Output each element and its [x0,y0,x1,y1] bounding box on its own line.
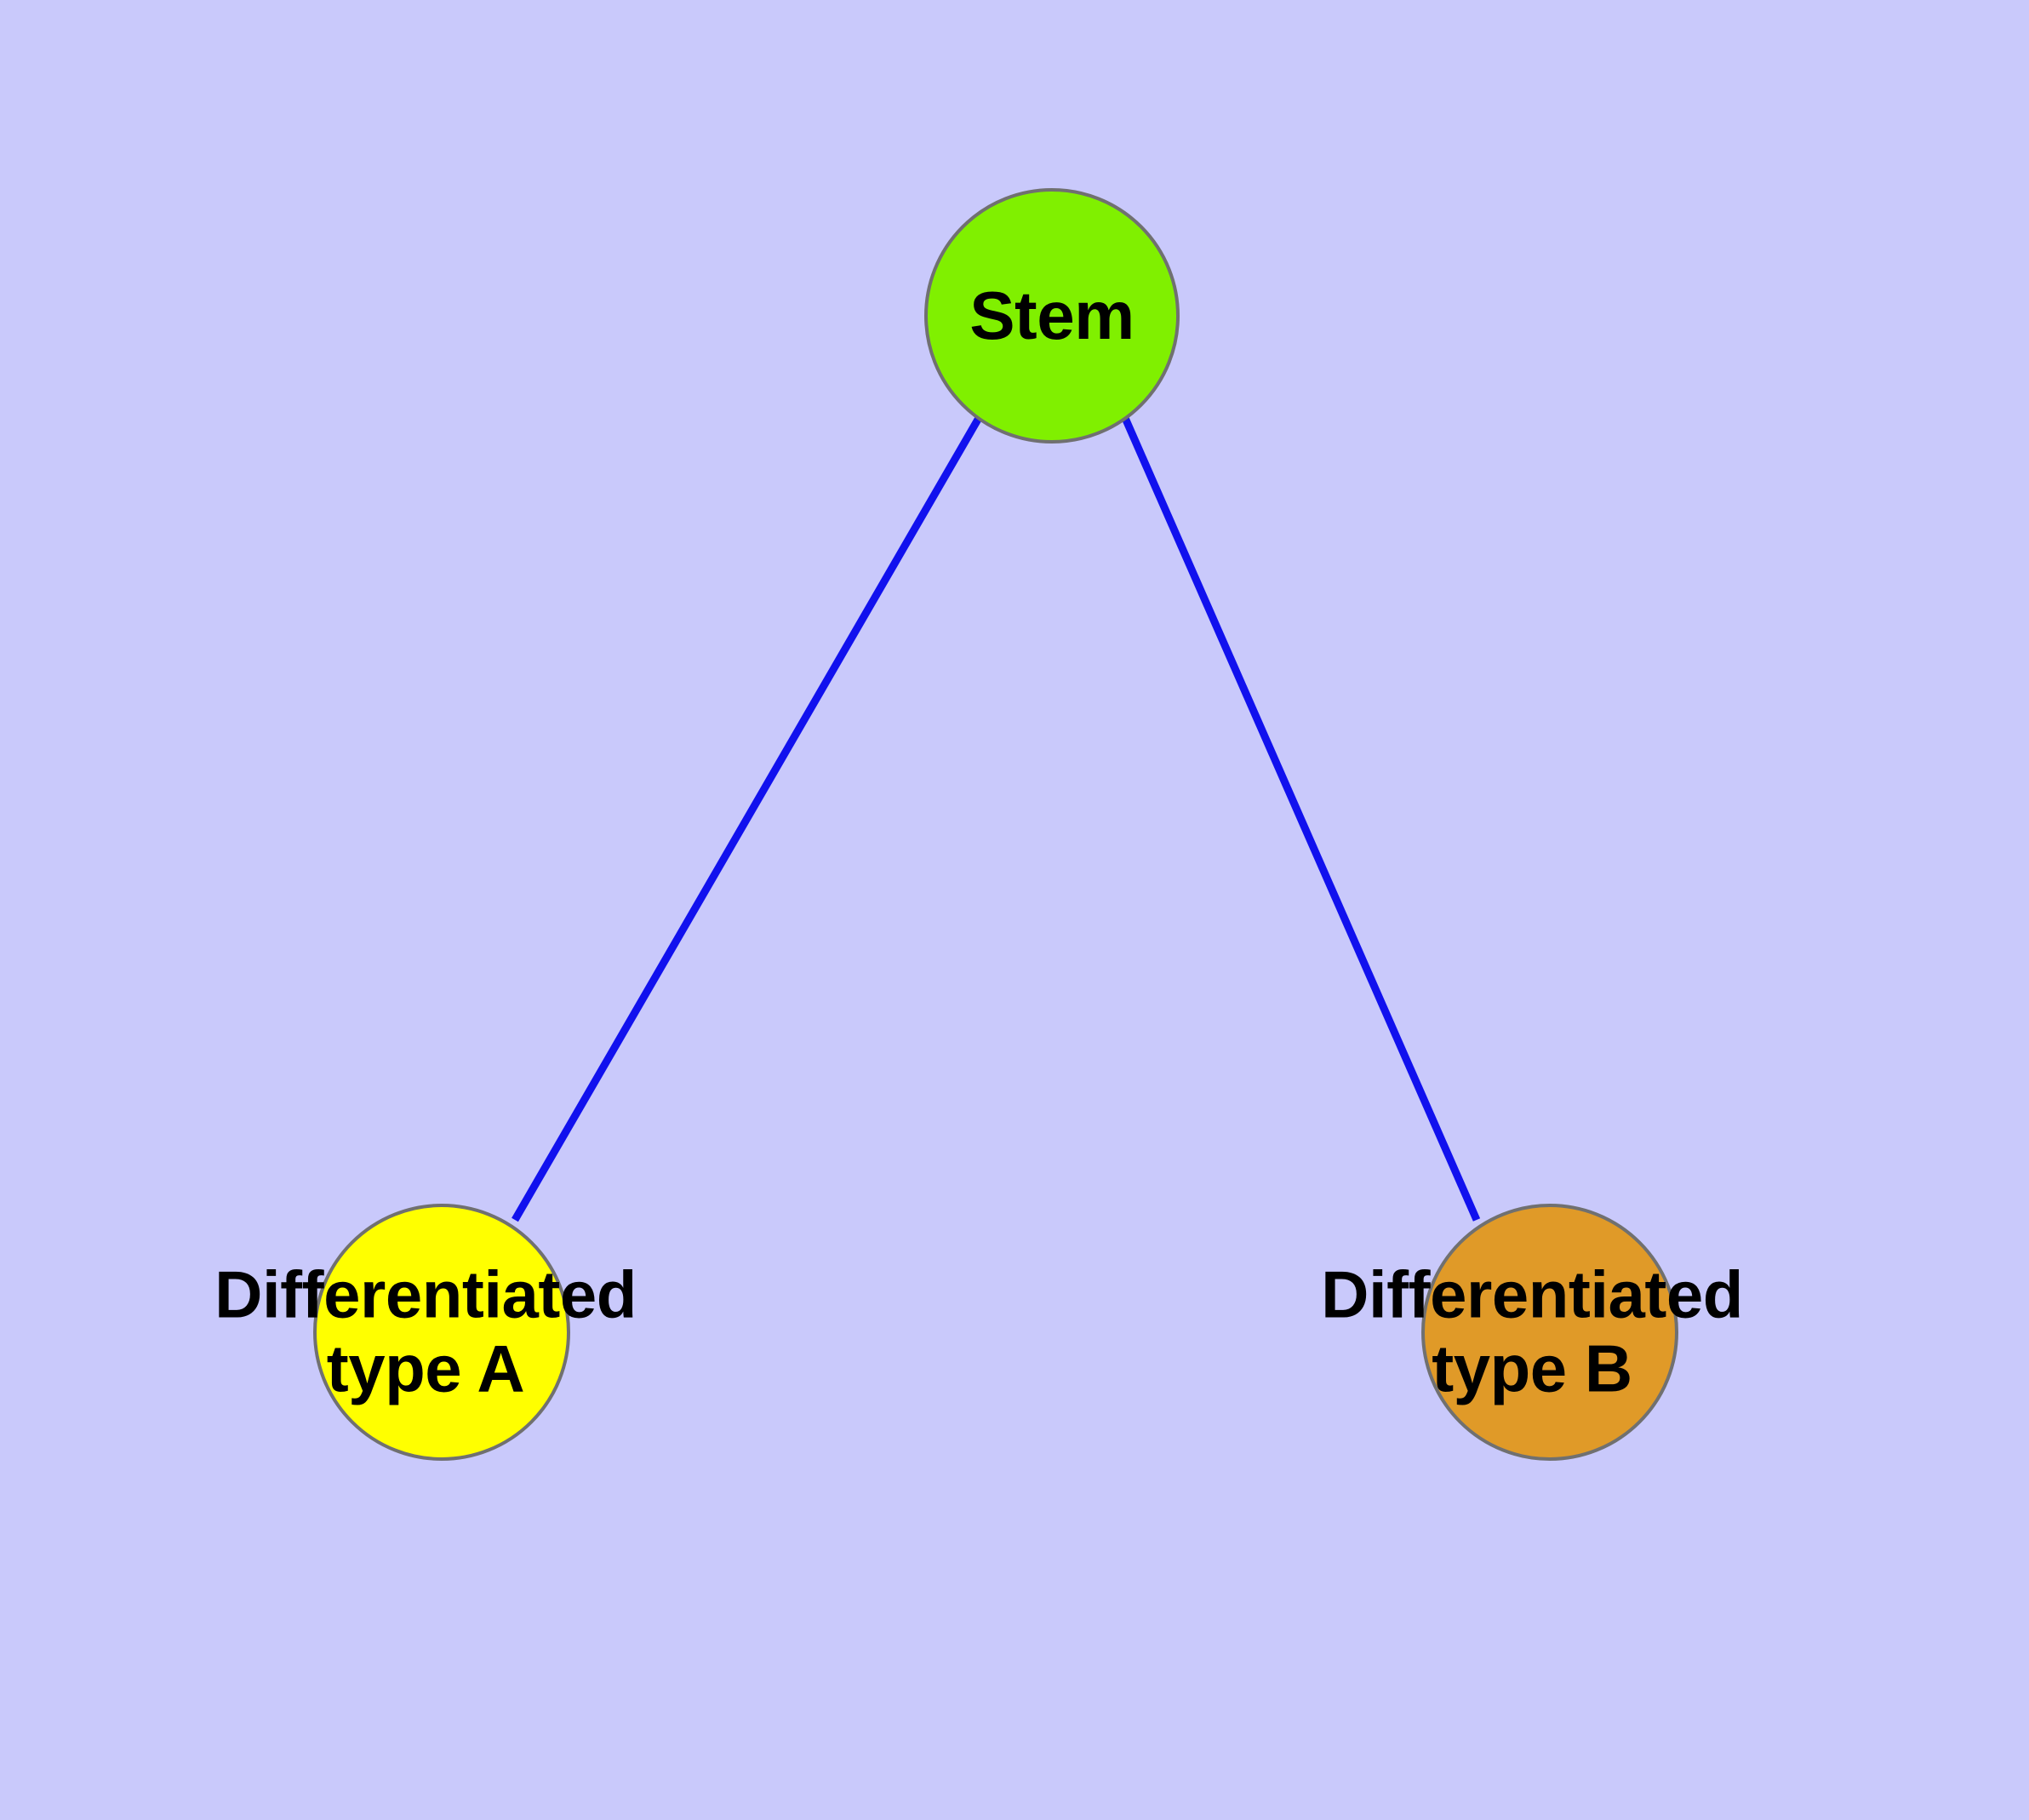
node-circle-diff-b[interactable] [1421,1204,1678,1461]
edge-stem-to-diff-b[interactable] [1121,416,1481,1222]
node-circle-diff-a[interactable] [313,1204,570,1461]
edge-stem-to-diff-a[interactable] [512,415,982,1222]
node-circle-stem[interactable] [924,188,1180,444]
